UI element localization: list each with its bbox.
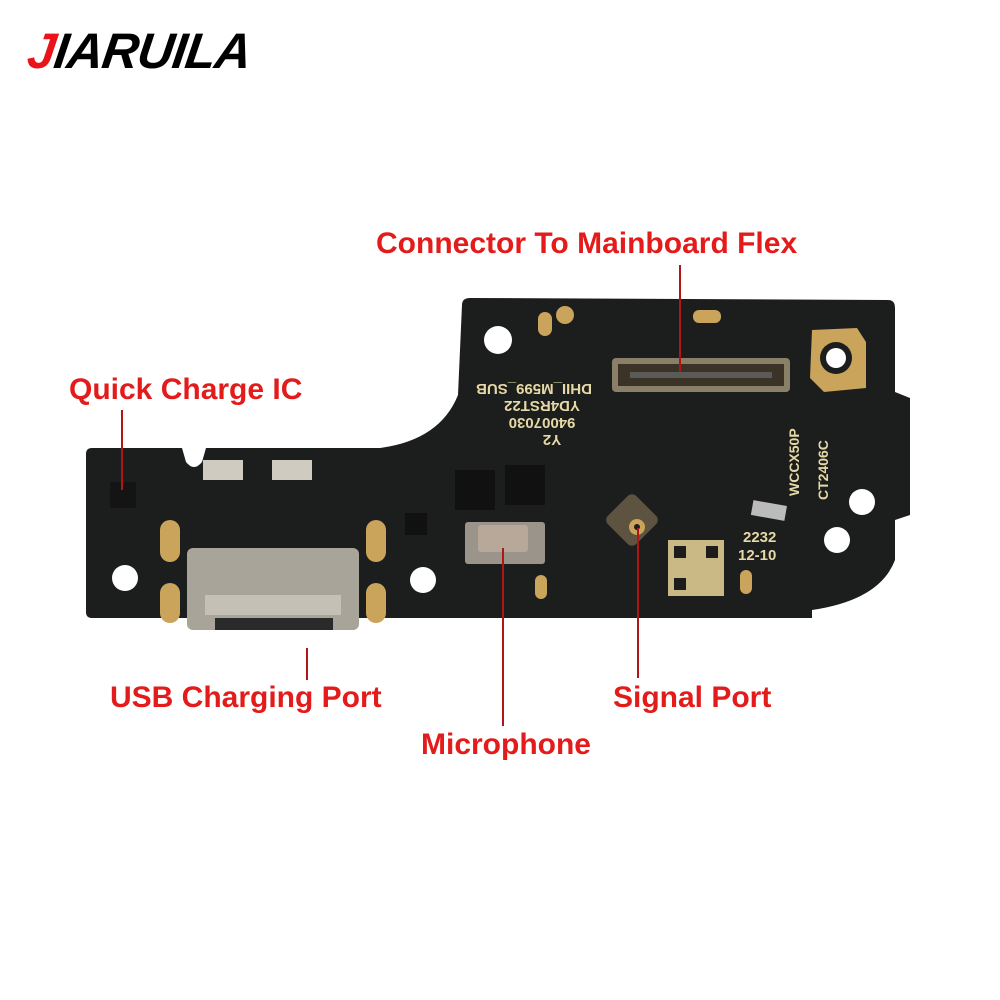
label-microphone: Microphone xyxy=(421,728,591,761)
mounting-hole xyxy=(484,326,512,354)
quick-charge-ic xyxy=(110,482,136,508)
label-signal-port: Signal Port xyxy=(613,681,772,714)
silk-date: 12-10 xyxy=(738,547,776,564)
label-quick-charge-ic: Quick Charge IC xyxy=(69,373,303,406)
silk-model: DHII_M599_SUB xyxy=(476,380,592,397)
signal-port-component xyxy=(606,494,658,546)
signal-leader-line xyxy=(637,528,639,678)
usb-leader-line xyxy=(306,648,308,680)
silk-code: YD4RST22 xyxy=(504,397,580,414)
silk-part-no: 94007030 xyxy=(509,414,576,431)
microphone-leader-line xyxy=(502,548,504,726)
connector-leader-line xyxy=(679,265,681,372)
mounting-hole xyxy=(410,567,436,593)
mounting-hole xyxy=(849,489,875,515)
silk-vendor: WCCX50P xyxy=(786,428,802,496)
usb-charging-port xyxy=(187,548,359,630)
silk-batch: CT2406C xyxy=(815,440,831,500)
label-connector: Connector To Mainboard Flex xyxy=(376,227,798,260)
mounting-hole xyxy=(112,565,138,591)
quick-charge-leader-line xyxy=(121,410,123,490)
silk-date-code: 2232 xyxy=(743,529,776,546)
mounting-hole xyxy=(824,527,850,553)
silk-rev: Y2 xyxy=(543,431,561,448)
label-usb-charging-port: USB Charging Port xyxy=(110,681,382,714)
